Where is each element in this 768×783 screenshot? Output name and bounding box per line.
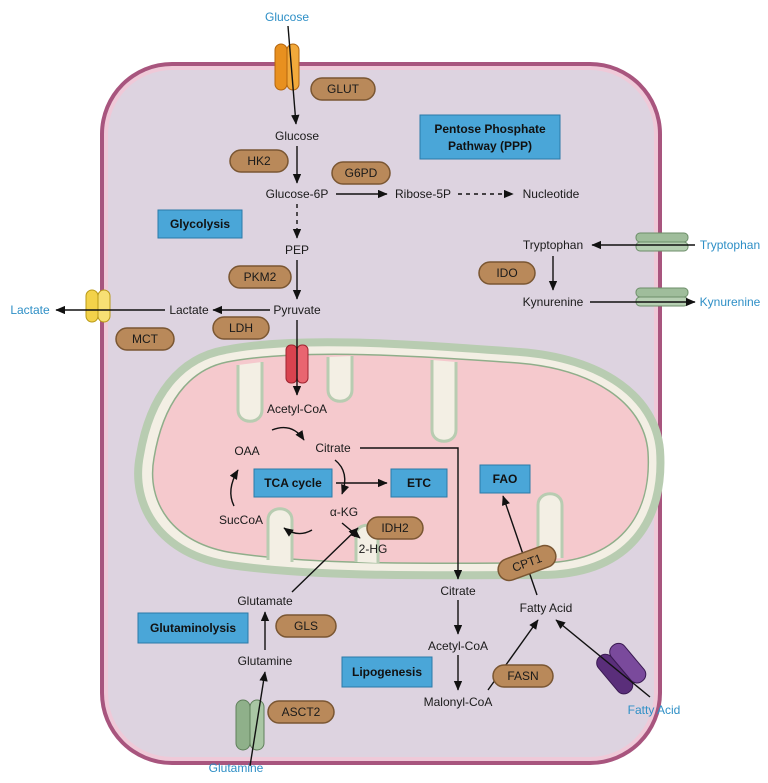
enzyme-hk2-label: HK2: [247, 154, 271, 168]
enzyme-mct: MCT: [115, 327, 175, 351]
enzyme-asct2: ASCT2: [267, 700, 335, 724]
pathway-etc: ETC: [390, 468, 448, 498]
pathway-glycolysis-label: Glycolysis: [170, 217, 230, 231]
akg-label: α-KG: [330, 505, 358, 519]
enzyme-gls-label: GLS: [294, 619, 318, 633]
external-kynurenine-label: Kynurenine: [700, 295, 761, 309]
enzyme-g6pd-label: G6PD: [345, 166, 378, 180]
acetyl-coa-cyto-label: Acetyl-CoA: [428, 639, 488, 653]
enzyme-ido-label: IDO: [496, 266, 517, 280]
succoa-label: SucCoA: [219, 513, 263, 527]
enzyme-fasn: FASN: [492, 664, 554, 688]
pathway-fao: FAO: [479, 464, 531, 494]
tryptophan-label: Tryptophan: [523, 238, 583, 252]
fatty-acid-label: Fatty Acid: [520, 601, 573, 615]
pathway-glycolysis: Glycolysis: [157, 209, 243, 239]
pathway-ppp-line2: Pathway (PPP): [448, 139, 532, 153]
pathway-lipogenesis-label: Lipogenesis: [352, 665, 422, 679]
enzyme-hk2: HK2: [229, 149, 289, 173]
pathway-tca-label: TCA cycle: [264, 476, 322, 490]
enzyme-fasn-label: FASN: [507, 669, 538, 683]
enzyme-cpt1: CPT1: [497, 544, 557, 582]
external-glucose-label: Glucose: [265, 10, 309, 24]
acetyl-coa-mito-label: Acetyl-CoA: [267, 402, 327, 416]
glutamine-label: Glutamine: [238, 654, 293, 668]
enzyme-ldh: LDH: [212, 316, 270, 340]
external-glutamine-label: Glutamine: [209, 761, 264, 775]
pathway-ppp: Pentose Phosphate Pathway (PPP): [419, 114, 561, 160]
pathway-fao-label: FAO: [493, 472, 518, 486]
enzyme-pkm2: PKM2: [228, 265, 292, 289]
pathway-lipogenesis: Lipogenesis: [341, 656, 433, 688]
enzyme-idh2: IDH2: [366, 516, 424, 540]
enzyme-idh2-label: IDH2: [381, 521, 409, 535]
citrate-cyto-label: Citrate: [440, 584, 476, 598]
lactate-label: Lactate: [169, 303, 209, 317]
mct-transporter-icon: [85, 289, 111, 323]
pathway-tca: TCA cycle: [253, 468, 333, 498]
kynurenine-label: Kynurenine: [523, 295, 584, 309]
kynurenine-transporter-icon: [635, 287, 689, 307]
glucose-label: Glucose: [275, 129, 319, 143]
enzyme-pkm2-label: PKM2: [244, 270, 277, 284]
enzyme-ido: IDO: [478, 261, 536, 285]
nucleotide-label: Nucleotide: [523, 187, 580, 201]
enzyme-glut: GLUT: [310, 77, 376, 101]
glucose-6p-label: Glucose-6P: [266, 187, 329, 201]
ribose-5p-label: Ribose-5P: [395, 187, 451, 201]
external-tryptophan-label: Tryptophan: [700, 238, 760, 252]
pathway-ppp-line1: Pentose Phosphate: [434, 122, 546, 136]
external-lactate-label: Lactate: [10, 303, 50, 317]
fatty-acid-transporter-icon: [596, 642, 647, 695]
enzyme-glut-label: GLUT: [327, 82, 360, 96]
pathway-glutaminolysis-label: Glutaminolysis: [150, 621, 236, 635]
pathway-glutaminolysis: Glutaminolysis: [137, 612, 249, 644]
tryptophan-transporter-icon: [635, 232, 689, 252]
citrate-mito-label: Citrate: [315, 441, 351, 455]
malonyl-coa-label: Malonyl-CoA: [424, 695, 493, 709]
enzyme-mct-label: MCT: [132, 332, 159, 346]
enzyme-asct2-label: ASCT2: [282, 705, 321, 719]
pyruvate-label: Pyruvate: [273, 303, 321, 317]
enzyme-ldh-label: LDH: [229, 321, 253, 335]
enzyme-gls: GLS: [275, 614, 337, 638]
mitochondrion: [134, 338, 665, 580]
2hg-label: 2-HG: [359, 542, 388, 556]
enzyme-g6pd: G6PD: [331, 161, 391, 185]
pathway-etc-label: ETC: [407, 476, 431, 490]
pep-label: PEP: [285, 243, 309, 257]
glutamate-label: Glutamate: [237, 594, 293, 608]
external-fatty-acid-label: Fatty Acid: [628, 703, 681, 717]
oaa-label: OAA: [234, 444, 259, 458]
glut-transporter-icon: [274, 43, 300, 91]
